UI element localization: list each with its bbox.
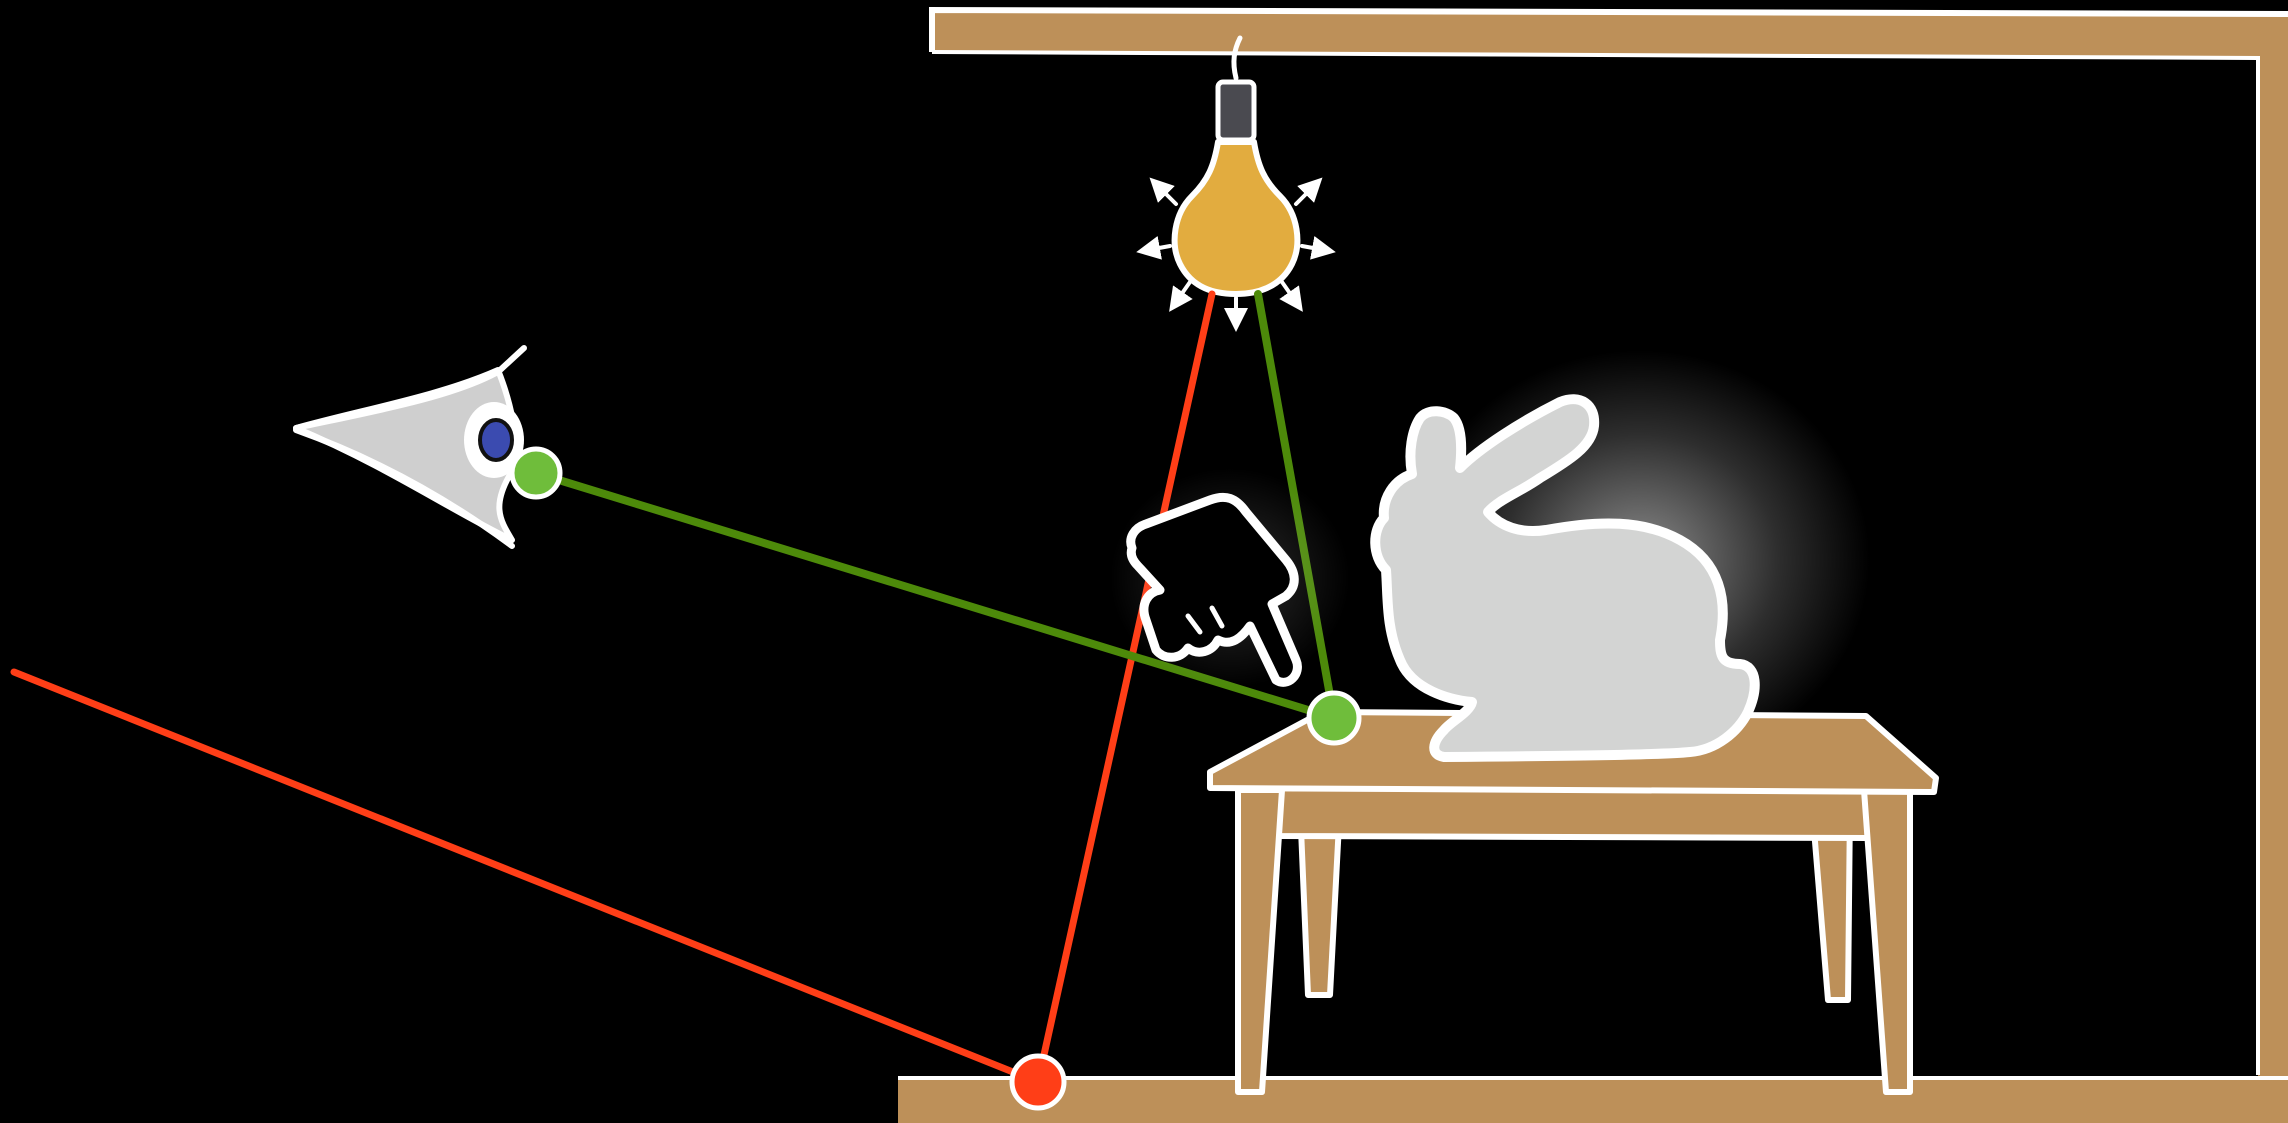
eye-pupil [480,420,512,460]
table-icon [1210,712,1936,1092]
floor [898,1078,2288,1123]
bulb-cord [1234,38,1240,78]
rays [14,294,1334,1082]
eye-ray-origin-point[interactable] [512,449,560,497]
bulb-glass [1175,142,1298,294]
pointing-hand-cursor-icon [1110,468,1350,688]
light-bulb-icon[interactable] [1148,38,1324,320]
bulb-socket [1218,82,1254,140]
ray-from-offscreen [14,672,1038,1082]
table-front-right-leg [1864,790,1910,1092]
floor-hit-point[interactable] [1012,1056,1064,1108]
table-front-left-leg [1238,790,1282,1092]
eye-icon[interactable] [296,348,524,546]
ray-floor-to-light [1038,294,1212,1082]
table-hit-point[interactable] [1309,693,1359,743]
